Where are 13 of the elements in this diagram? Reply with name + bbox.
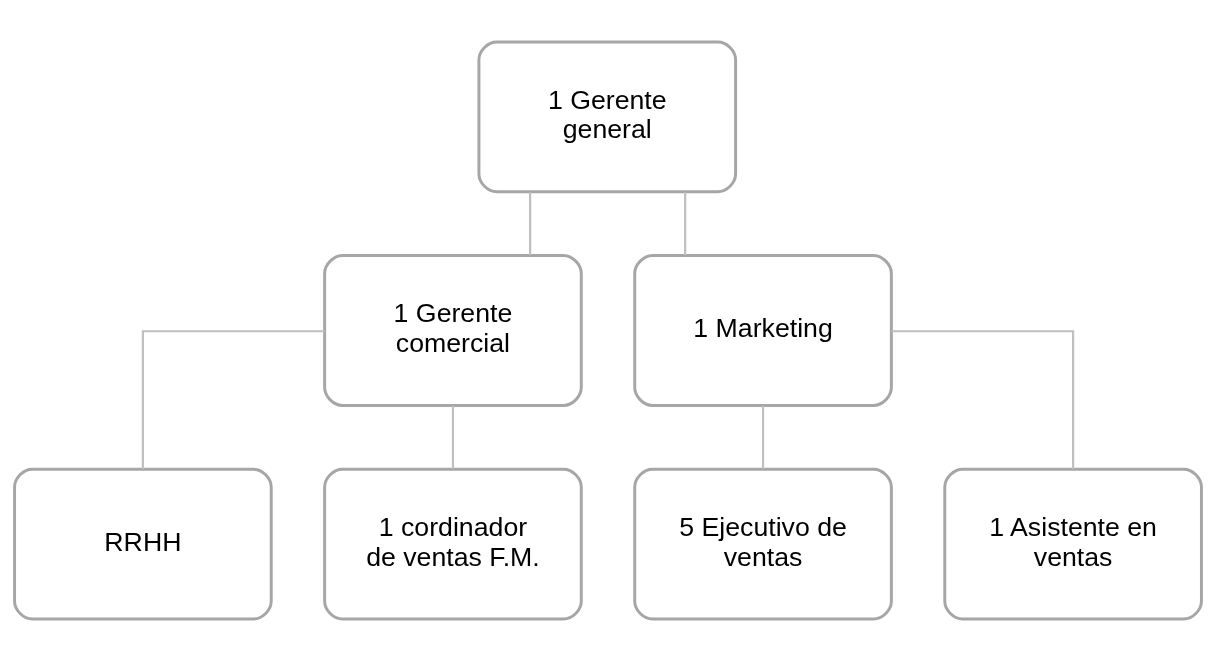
node-box: 1 Asistente en ventas <box>943 467 1203 621</box>
node-box: 1 Marketing <box>633 253 893 407</box>
connector <box>684 191 687 255</box>
node-box: 1 Gerente comercial <box>323 253 583 407</box>
connector <box>451 405 455 469</box>
node-box: 5 Ejecutivo de ventas <box>633 467 893 621</box>
node-box: 1 Gerente general <box>477 39 738 193</box>
connector <box>529 191 532 255</box>
connector <box>761 405 765 469</box>
node-box: RRHH <box>13 467 273 621</box>
connector <box>141 329 325 469</box>
node-box: 1 cordinador de ventas F.M. <box>323 467 583 621</box>
connector <box>891 329 1075 469</box>
